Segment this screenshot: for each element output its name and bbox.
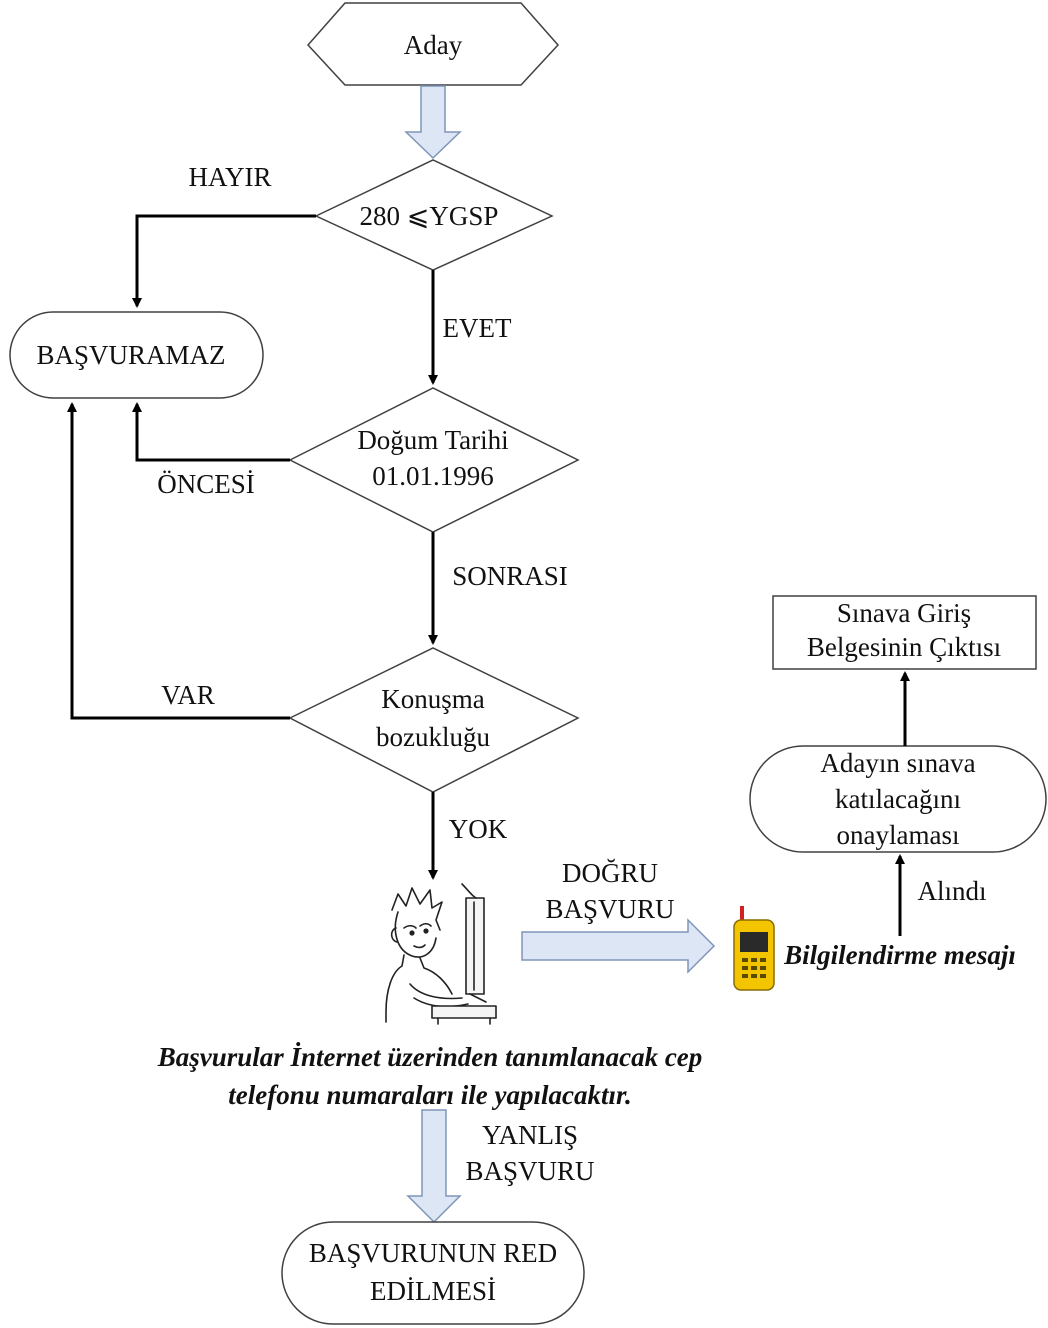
edge-yes-label: EVET (443, 313, 512, 343)
fat-arrow-correct (521, 918, 716, 974)
edge-no-label: HAYIR (188, 162, 271, 192)
edge-has-label: VAR (161, 680, 215, 710)
rejection-line2: EDİLMESİ (370, 1276, 496, 1306)
edge-has (67, 402, 290, 720)
edge-before-label: ÖNCESİ (157, 469, 255, 499)
person-at-computer-icon (385, 883, 497, 1025)
confirm-line2: katılacağını (835, 784, 961, 814)
exam-doc-box (772, 595, 1037, 670)
edge-correct-line1: DOĞRU (562, 858, 658, 888)
decision-birth-line2: 01.01.1996 (372, 461, 494, 491)
exam-doc-line2: Belgesinin Çıktısı (807, 632, 1001, 662)
start-label: Aday (404, 30, 463, 60)
edge-no (132, 214, 316, 308)
start-hexagon (306, 2, 560, 86)
decision-birth-line1: Doğum Tarihi (357, 425, 508, 455)
cannot-apply-label: BAŞVURAMAZ (36, 340, 225, 370)
mobile-phone-icon (733, 906, 775, 991)
confirm-line1: Adayın sınava (820, 748, 975, 778)
confirm-box (749, 745, 1047, 853)
edge-received-label: Alındı (917, 876, 986, 906)
edge-wrong-line1: YANLIŞ (482, 1120, 578, 1150)
rejection-box (281, 1221, 585, 1325)
decision-speech-line1: Konuşma (381, 684, 485, 714)
edge-none-label: YOK (449, 814, 508, 844)
edge-after-label: SONRASI (452, 561, 568, 591)
internet-note-line1: Başvurular İnternet üzerinden tanımlanac… (157, 1042, 703, 1072)
internet-note-line2: telefonu numaraları ile yapılacaktır. (228, 1080, 632, 1110)
confirm-line3: onaylaması (837, 820, 960, 850)
exam-doc-line1: Sınava Giriş (837, 598, 971, 628)
decision-score-label: 280 ⩽YGSP (360, 201, 499, 231)
edge-correct-line2: BAŞVURU (545, 894, 674, 924)
edge-before (132, 402, 290, 462)
decision-speech-diamond (288, 647, 580, 793)
decision-score-diamond (314, 159, 554, 271)
decision-birth-diamond (288, 387, 580, 533)
fat-arrow-start (404, 85, 462, 160)
edge-wrong-line2: BAŞVURU (465, 1156, 594, 1186)
fat-arrow-wrong (406, 1109, 462, 1224)
sms-note: Bilgilendirme mesajı (783, 940, 1016, 970)
rejection-line1: BAŞVURUNUN RED (309, 1238, 557, 1268)
decision-speech-line2: bozukluğu (376, 722, 490, 752)
cannot-apply-box (9, 311, 264, 399)
